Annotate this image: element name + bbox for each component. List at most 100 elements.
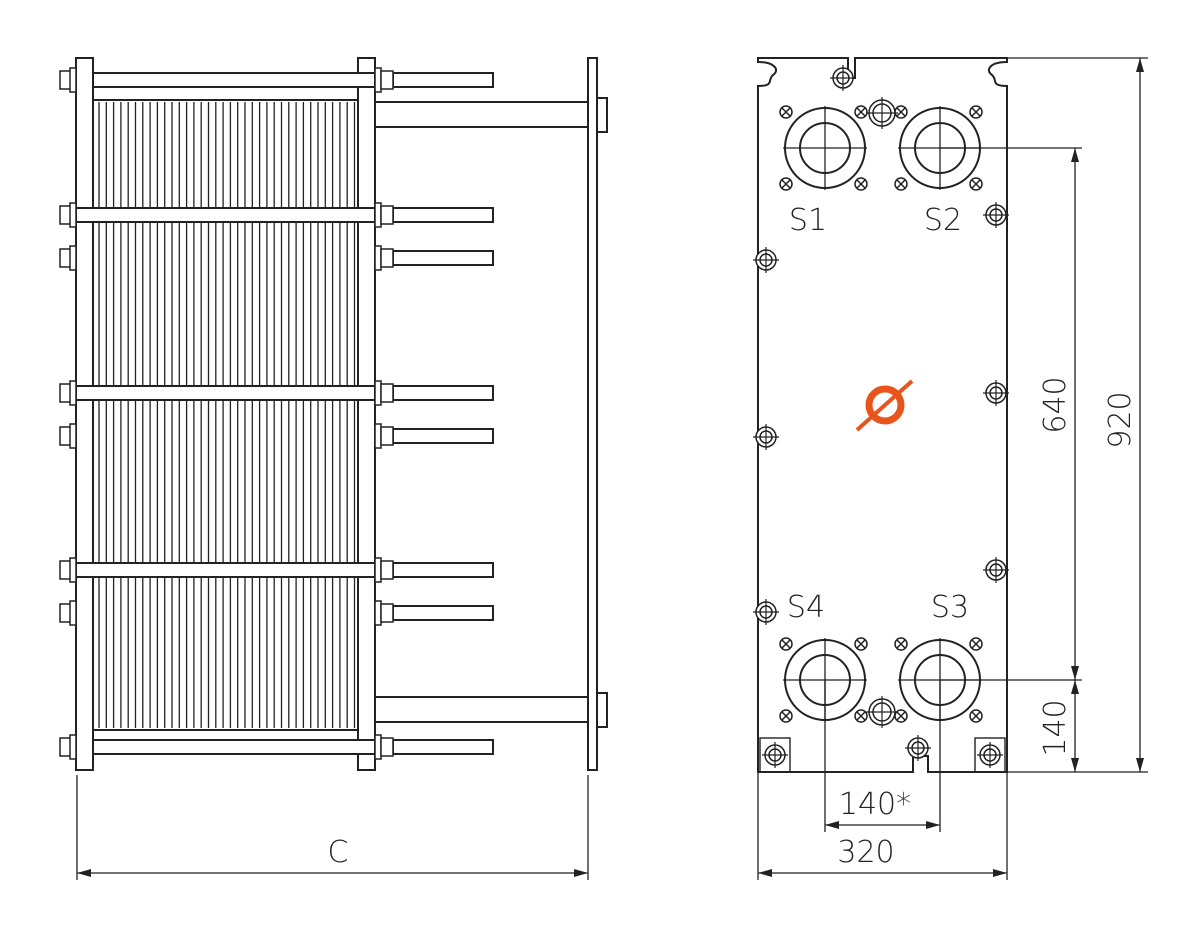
foot (759, 737, 791, 773)
port-label-s3: S3 (931, 590, 969, 625)
stud-cross (896, 179, 906, 189)
washer (69, 245, 77, 271)
washer (69, 423, 77, 449)
bolt-icon (753, 599, 779, 625)
stud-icon (779, 177, 793, 191)
stud-cross (856, 639, 866, 649)
stud-cross (896, 107, 906, 117)
stud-cross (896, 711, 906, 721)
bolt-icon (866, 696, 898, 728)
stud-icon (969, 177, 983, 191)
rod-end (392, 428, 494, 444)
bolt-icon (905, 735, 931, 761)
bolts (753, 65, 1009, 768)
plate-pack (92, 99, 359, 731)
nut (380, 70, 394, 90)
port-label-s1: S1 (789, 203, 827, 238)
stud-cross (971, 179, 981, 189)
washer (374, 380, 382, 406)
nut (380, 426, 394, 446)
stud-icon (969, 709, 983, 723)
bolt-icon (983, 202, 1009, 228)
stud-cross (971, 639, 981, 649)
washer (374, 202, 382, 228)
bolt-icon (830, 65, 856, 91)
stud-cross (896, 639, 906, 649)
rod-end (392, 207, 494, 223)
washer (374, 734, 382, 760)
nut (380, 560, 394, 580)
tightening-rod (75, 562, 376, 578)
dim-640-label: 640 (1038, 376, 1073, 433)
stud-icon (854, 637, 868, 651)
carrying-bar (374, 101, 589, 128)
washer (374, 67, 382, 93)
bolt-icon (983, 380, 1009, 406)
stud-icon (894, 637, 908, 651)
foot (974, 737, 1006, 773)
dim-c-label: C (328, 835, 349, 870)
stud-cross (781, 711, 791, 721)
brand-logo (855, 379, 914, 432)
rod-end (392, 562, 494, 578)
bolt-icon (866, 97, 898, 129)
washer (374, 557, 382, 583)
plate-pack-outline (92, 99, 359, 731)
stud-cross (856, 711, 866, 721)
tightening-rod (92, 72, 376, 88)
frame-plate (75, 57, 94, 771)
stud-icon (779, 637, 793, 651)
pressure-plate (357, 57, 376, 771)
port-label-s4: S4 (787, 590, 825, 625)
washer (69, 202, 77, 228)
stud-icon (854, 709, 868, 723)
stud-icon (969, 637, 983, 651)
washer (69, 557, 77, 583)
stud-icon (854, 177, 868, 191)
front-view: S1 S2 S3 S4 640 920 140 140* 320 (753, 57, 1148, 880)
bolt-icon (977, 742, 1003, 768)
rod-end (392, 72, 494, 88)
washer (374, 600, 382, 626)
bolt-icon (753, 247, 779, 273)
dim-140-label: 140 (1038, 699, 1073, 756)
stud-cross (856, 179, 866, 189)
nut (380, 383, 394, 403)
column-bolt (596, 692, 608, 728)
stud-icon (854, 105, 868, 119)
port-label-s2: S2 (924, 203, 962, 238)
stud-icon (779, 105, 793, 119)
stud-icon (894, 105, 908, 119)
nut (380, 603, 394, 623)
dim-920-label: 920 (1103, 391, 1138, 448)
bolt-icon (762, 742, 788, 768)
nut (380, 248, 394, 268)
washer (69, 734, 77, 760)
tightening-rod (75, 207, 376, 223)
side-view: C (59, 57, 608, 880)
washer (374, 423, 382, 449)
stud-cross (781, 639, 791, 649)
bolt-icon (983, 557, 1009, 583)
bolt-icon (753, 424, 779, 450)
tightening-rod (75, 385, 376, 401)
nut (380, 737, 394, 757)
washer (374, 245, 382, 271)
rod-end (392, 605, 494, 621)
washer (69, 67, 77, 93)
tightening-rod (92, 739, 376, 755)
dim-140h-label: 140* (839, 787, 911, 822)
tightening-bolts (59, 67, 494, 760)
rod-end (392, 739, 494, 755)
rod-end (392, 385, 494, 401)
stud-icon (894, 709, 908, 723)
washer (69, 600, 77, 626)
washer (69, 380, 77, 406)
column-bolt (596, 97, 608, 133)
stud-cross (971, 107, 981, 117)
rod-end (392, 250, 494, 266)
stud-cross (781, 179, 791, 189)
support-column (587, 57, 598, 771)
stud-icon (969, 105, 983, 119)
